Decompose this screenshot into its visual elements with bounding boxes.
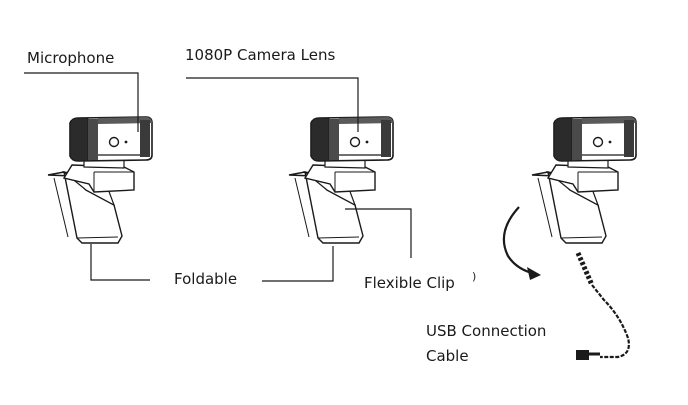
lens-leader-line bbox=[186, 77, 359, 132]
camera-lens-label: 1080P Camera Lens bbox=[185, 46, 336, 64]
rotation-arrow bbox=[502, 206, 537, 276]
usb-label-line2: Cable bbox=[426, 347, 469, 365]
webcam-left bbox=[47, 116, 153, 244]
stray-mark: ) bbox=[472, 270, 477, 283]
clip-leader-line bbox=[345, 208, 412, 258]
webcam-middle bbox=[288, 116, 394, 244]
flexible-clip-label: Flexible Clip bbox=[364, 274, 455, 292]
foldable-bracket-right bbox=[262, 246, 334, 282]
usb-label-line1: USB Connection bbox=[426, 322, 547, 340]
usb-cable bbox=[575, 251, 630, 360]
foldable-bracket-left bbox=[90, 244, 150, 281]
foldable-label: Foldable bbox=[174, 270, 238, 288]
microphone-label: Microphone bbox=[27, 49, 115, 67]
webcam-right bbox=[531, 116, 637, 244]
rotation-arrowhead bbox=[527, 267, 541, 280]
microphone-leader-line bbox=[24, 72, 139, 132]
